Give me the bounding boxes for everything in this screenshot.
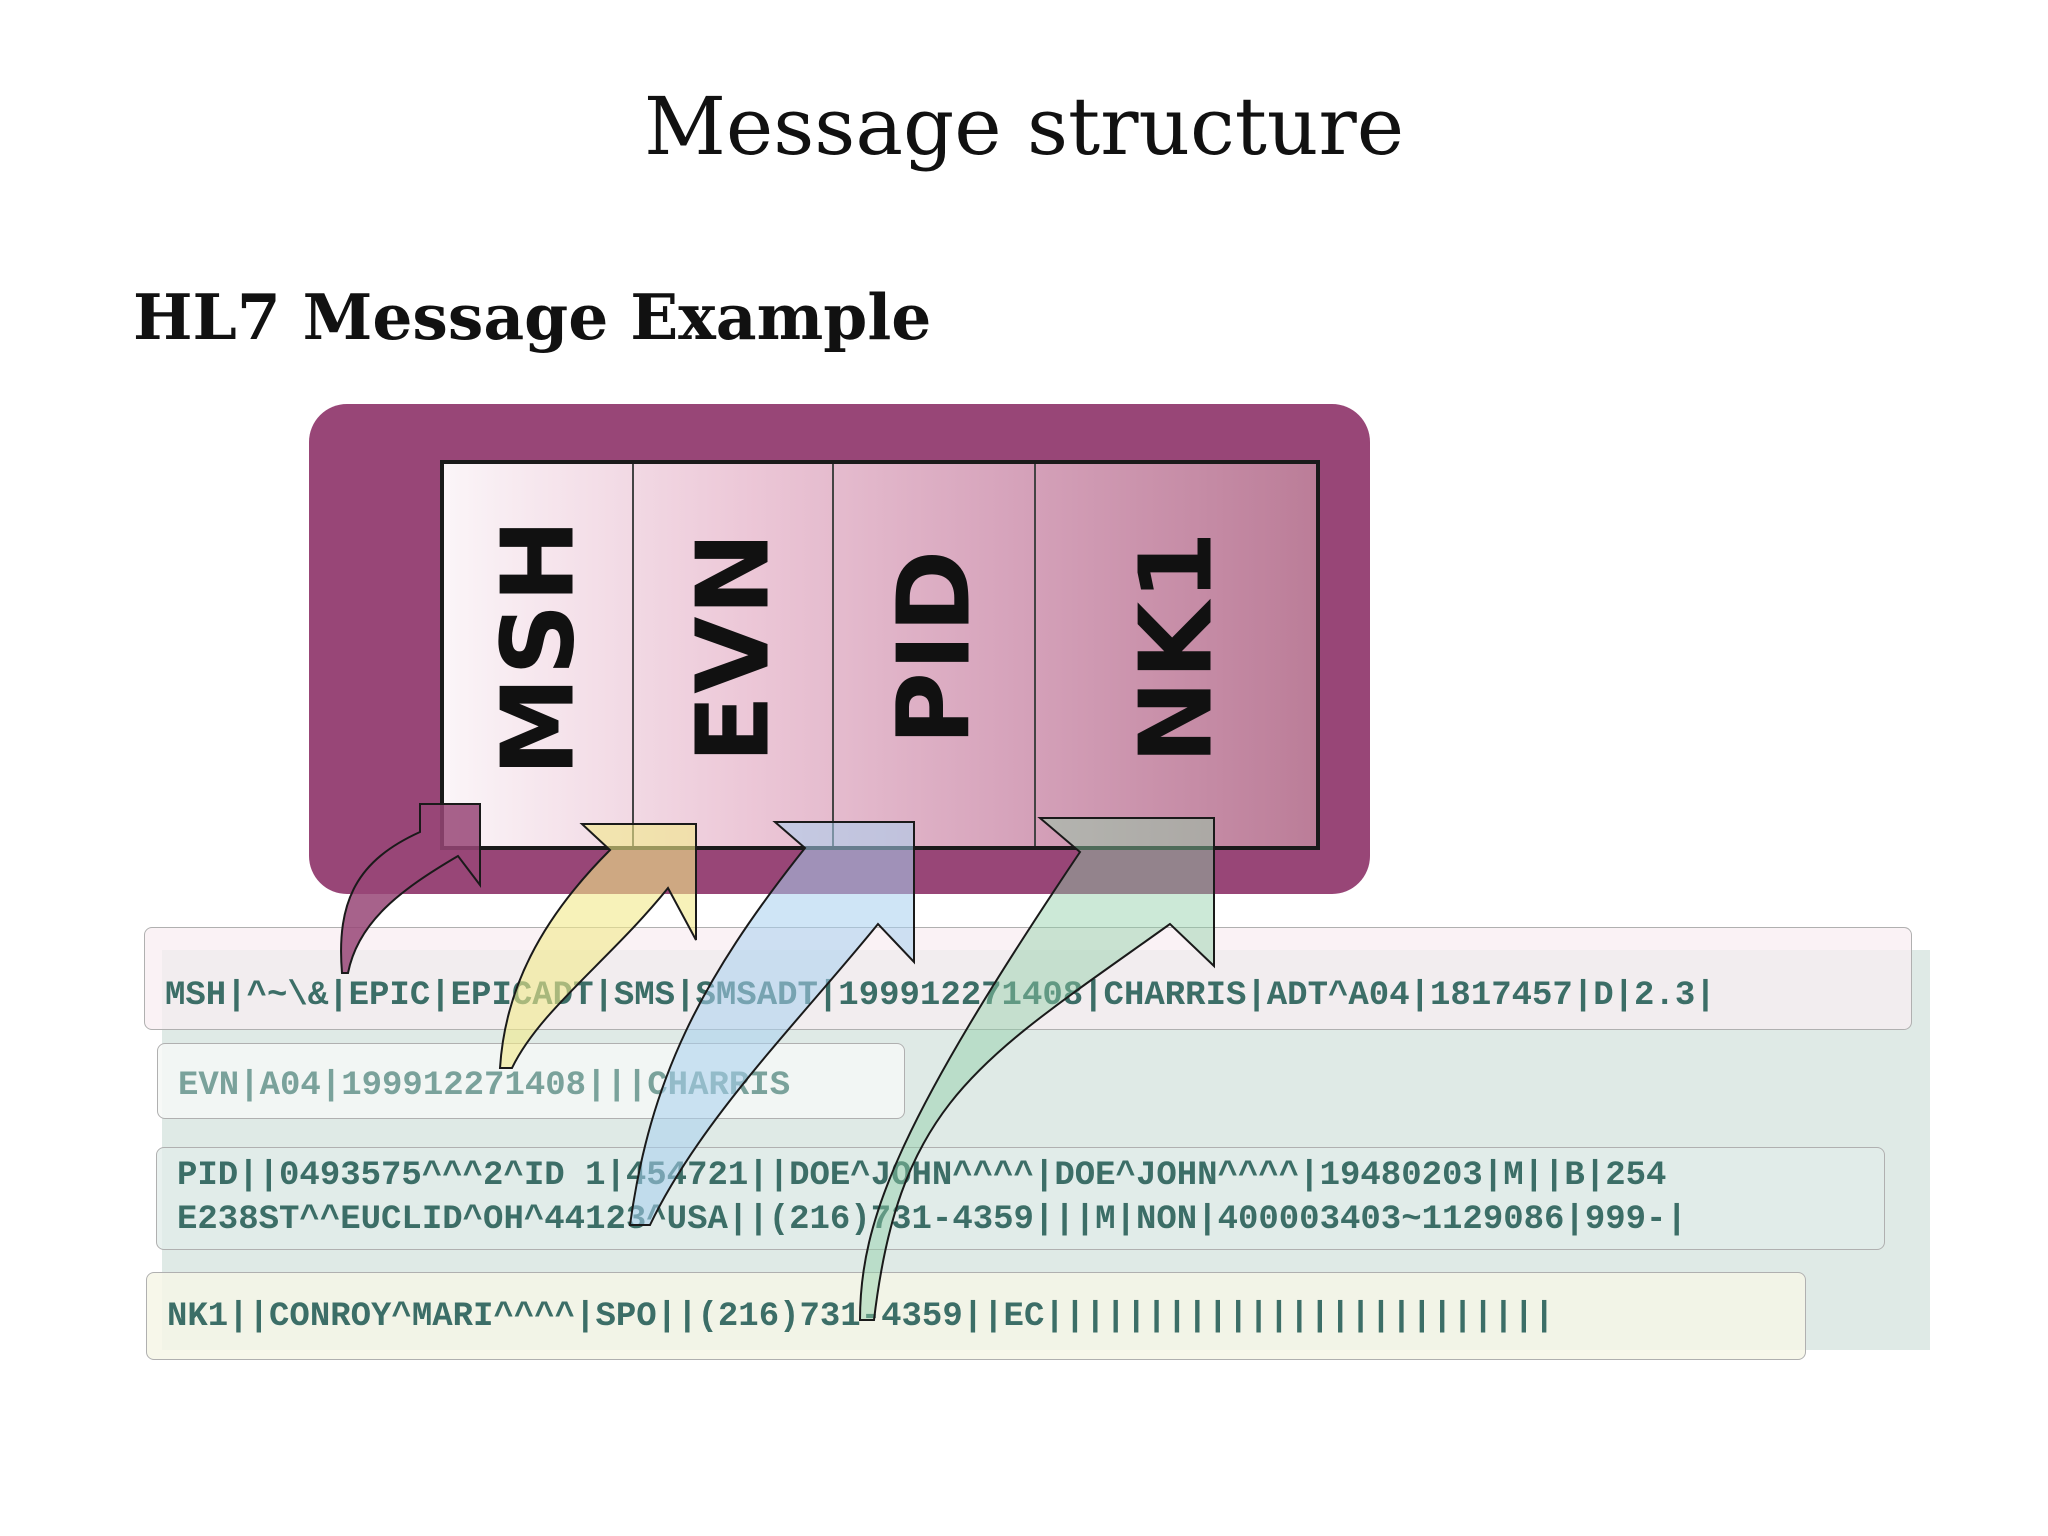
slide-title: Message structure: [643, 80, 1405, 173]
msh-arrow: [340, 803, 481, 974]
pid-arrow: [628, 821, 915, 1226]
pid-message-block: PID||0493575^^^2^ID 1|454721||DOE^JOHN^^…: [156, 1147, 1885, 1250]
pid-message-line-1: PID||0493575^^^2^ID 1|454721||DOE^JOHN^^…: [177, 1157, 1667, 1195]
section-heading: HL7 Message Example: [133, 280, 932, 354]
pid-message-line-2: E238ST^^EUCLID^OH^44123^USA||(216)731-43…: [177, 1201, 1687, 1239]
segment-pid: PID: [834, 464, 1036, 846]
segment-strip: MSH EVN PID NK1: [440, 460, 1320, 850]
segment-msh: MSH: [444, 464, 634, 846]
msh-message-line: MSH|^~\&|EPIC|EPICADT|SMS|SMSADT|1999122…: [144, 927, 1912, 1030]
nk1-arrow: [858, 817, 1215, 1321]
evn-arrow: [498, 823, 697, 1069]
nk1-message-line: NK1||CONROY^MARI^^^^|SPO||(216)731-4359|…: [146, 1272, 1806, 1360]
segment-evn: EVN: [634, 464, 834, 846]
evn-message-line: EVN|A04|199912271408|||CHARRIS: [157, 1043, 905, 1119]
